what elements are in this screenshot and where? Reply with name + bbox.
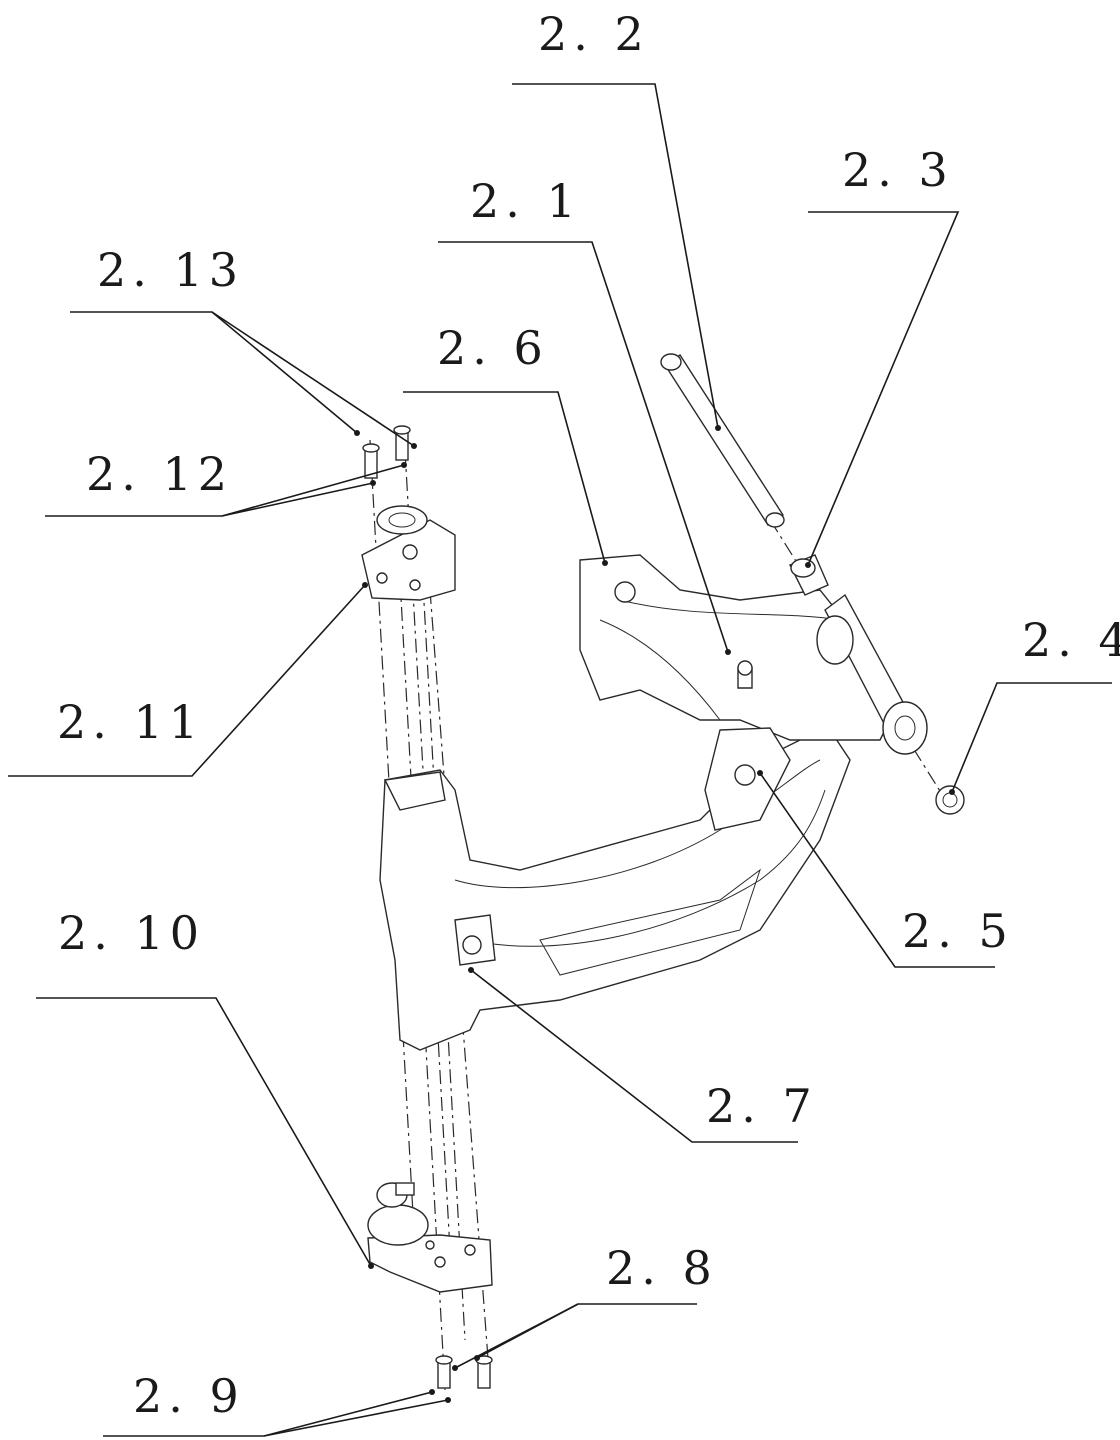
callout-2-8: 2. 8 bbox=[606, 1241, 718, 1295]
callout-2-2: 2. 2 bbox=[538, 7, 650, 61]
callout-2-13: 2. 13 bbox=[97, 243, 244, 297]
upper-bracket-2-11 bbox=[361, 505, 456, 601]
callout-2-10: 2. 10 bbox=[58, 906, 205, 960]
callout-2-12: 2. 12 bbox=[86, 447, 233, 501]
callout-2-7: 2. 7 bbox=[706, 1079, 818, 1133]
callout-2-6: 2. 6 bbox=[437, 321, 549, 375]
callout-2-9: 2. 9 bbox=[133, 1369, 245, 1423]
lower-bracket-2-10 bbox=[367, 1182, 493, 1293]
callout-labels: 2. 2 2. 3 2. 1 2. 13 2. 6 2. 12 2. 4 2. … bbox=[57, 7, 1120, 1423]
callout-2-1: 2. 1 bbox=[470, 174, 582, 228]
bushing-2-3 bbox=[789, 554, 829, 596]
callout-2-11: 2. 11 bbox=[57, 695, 204, 749]
callout-2-4: 2. 4 bbox=[1022, 613, 1120, 667]
leader-lines bbox=[8, 83, 1112, 1437]
bolt-2-2 bbox=[660, 353, 785, 528]
control-arm-body bbox=[379, 554, 901, 1051]
callout-2-3: 2. 3 bbox=[842, 143, 954, 197]
cross-shaft bbox=[816, 593, 928, 755]
nut-2-4 bbox=[935, 785, 965, 815]
callout-2-5: 2. 5 bbox=[902, 904, 1014, 958]
lower-bolts bbox=[429, 1355, 493, 1403]
